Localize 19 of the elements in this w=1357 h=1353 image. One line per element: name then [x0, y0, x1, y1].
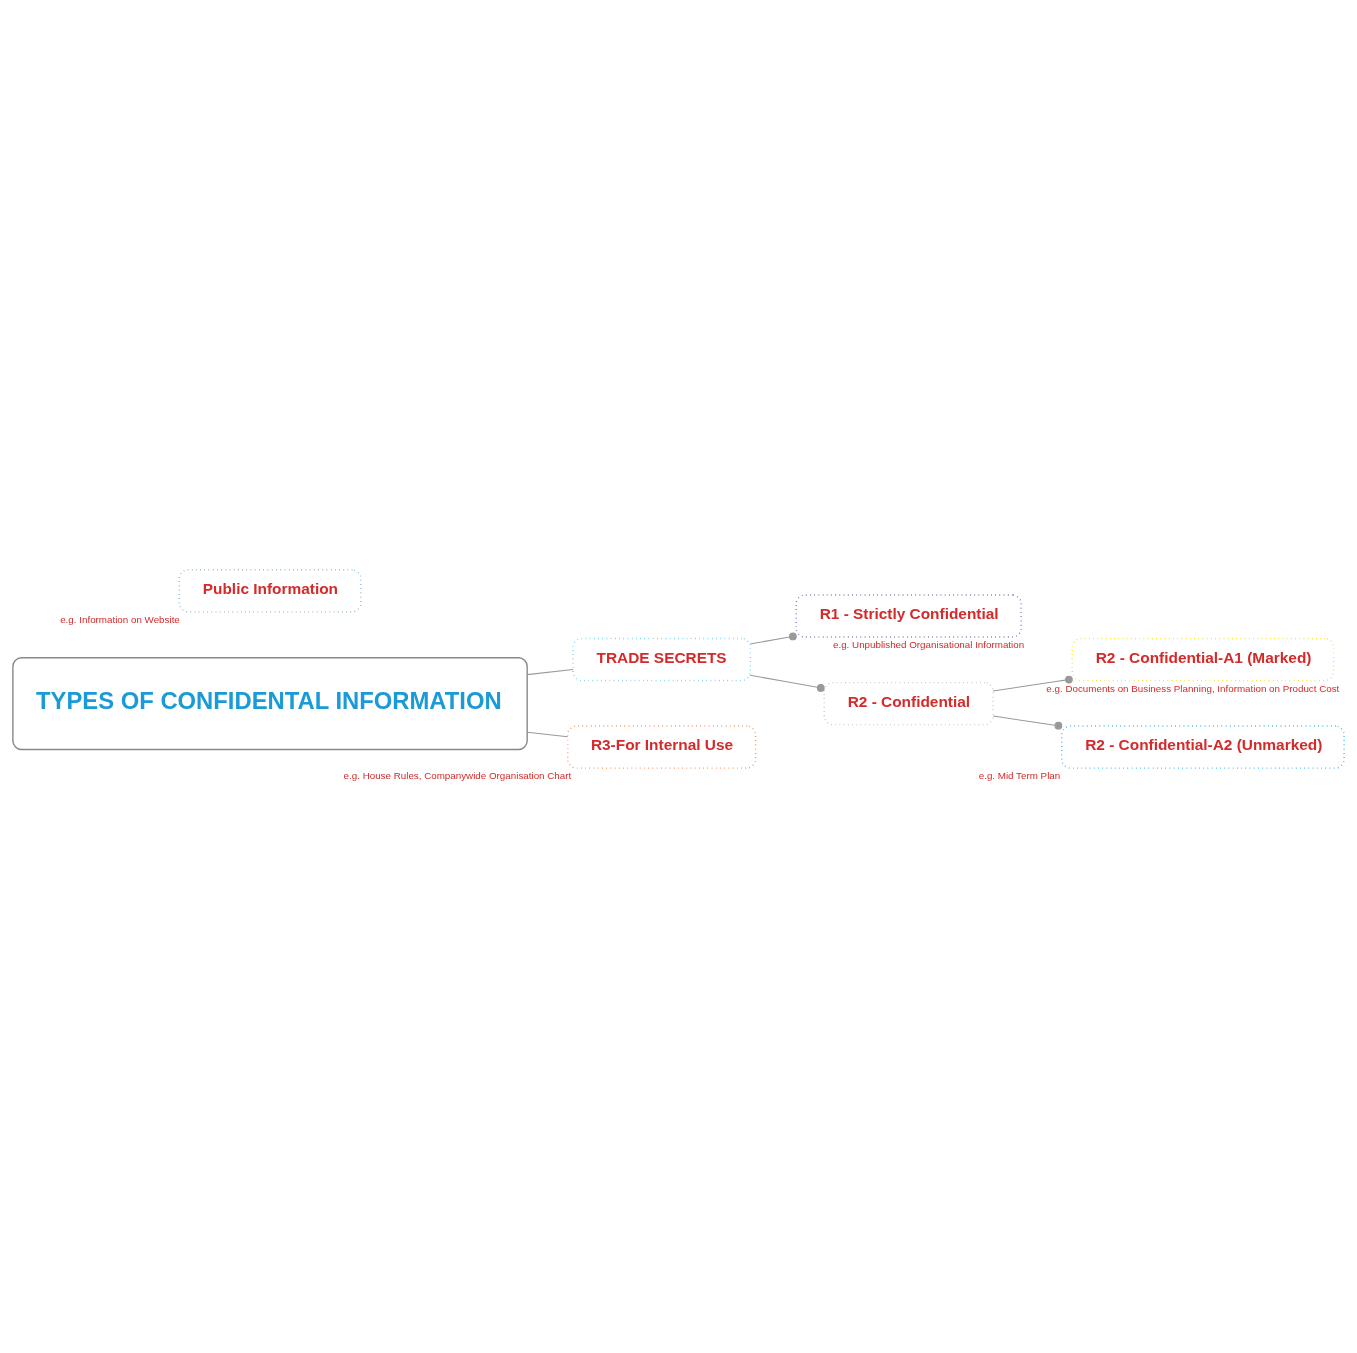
connector	[992, 715, 1063, 730]
node-label: e.g. Information on Website	[60, 613, 180, 625]
connector	[526, 731, 569, 737]
node-box: Public Information	[178, 568, 362, 613]
connector	[749, 674, 825, 692]
node-box: TRADE SECRETS	[572, 637, 752, 681]
node-box: R2 - Confidential-A1 (Marked)	[1071, 637, 1335, 681]
node-label: e.g. Mid Term Plan	[978, 769, 1061, 781]
node-label: e.g. Documents on Business Planning, Information on Product Cost	[1046, 682, 1340, 693]
connector	[992, 675, 1073, 692]
node-label: e.g. House Rules, Companywide Organisation Chart	[343, 769, 572, 781]
node-box: R1 - Strictly Confidential	[795, 593, 1022, 638]
node-box: R3-For Internal Use	[567, 724, 757, 769]
connector	[749, 632, 797, 644]
connector	[526, 668, 574, 675]
node-box: R2 - Confidential	[823, 681, 994, 725]
node-box: TYPES OF CONFIDENTAL INFORMATION	[12, 656, 528, 750]
node-box: R2 - Confidential-A2 (Unmarked)	[1061, 724, 1345, 769]
node-label: e.g. Unpublished Organisational Information	[832, 638, 1025, 650]
